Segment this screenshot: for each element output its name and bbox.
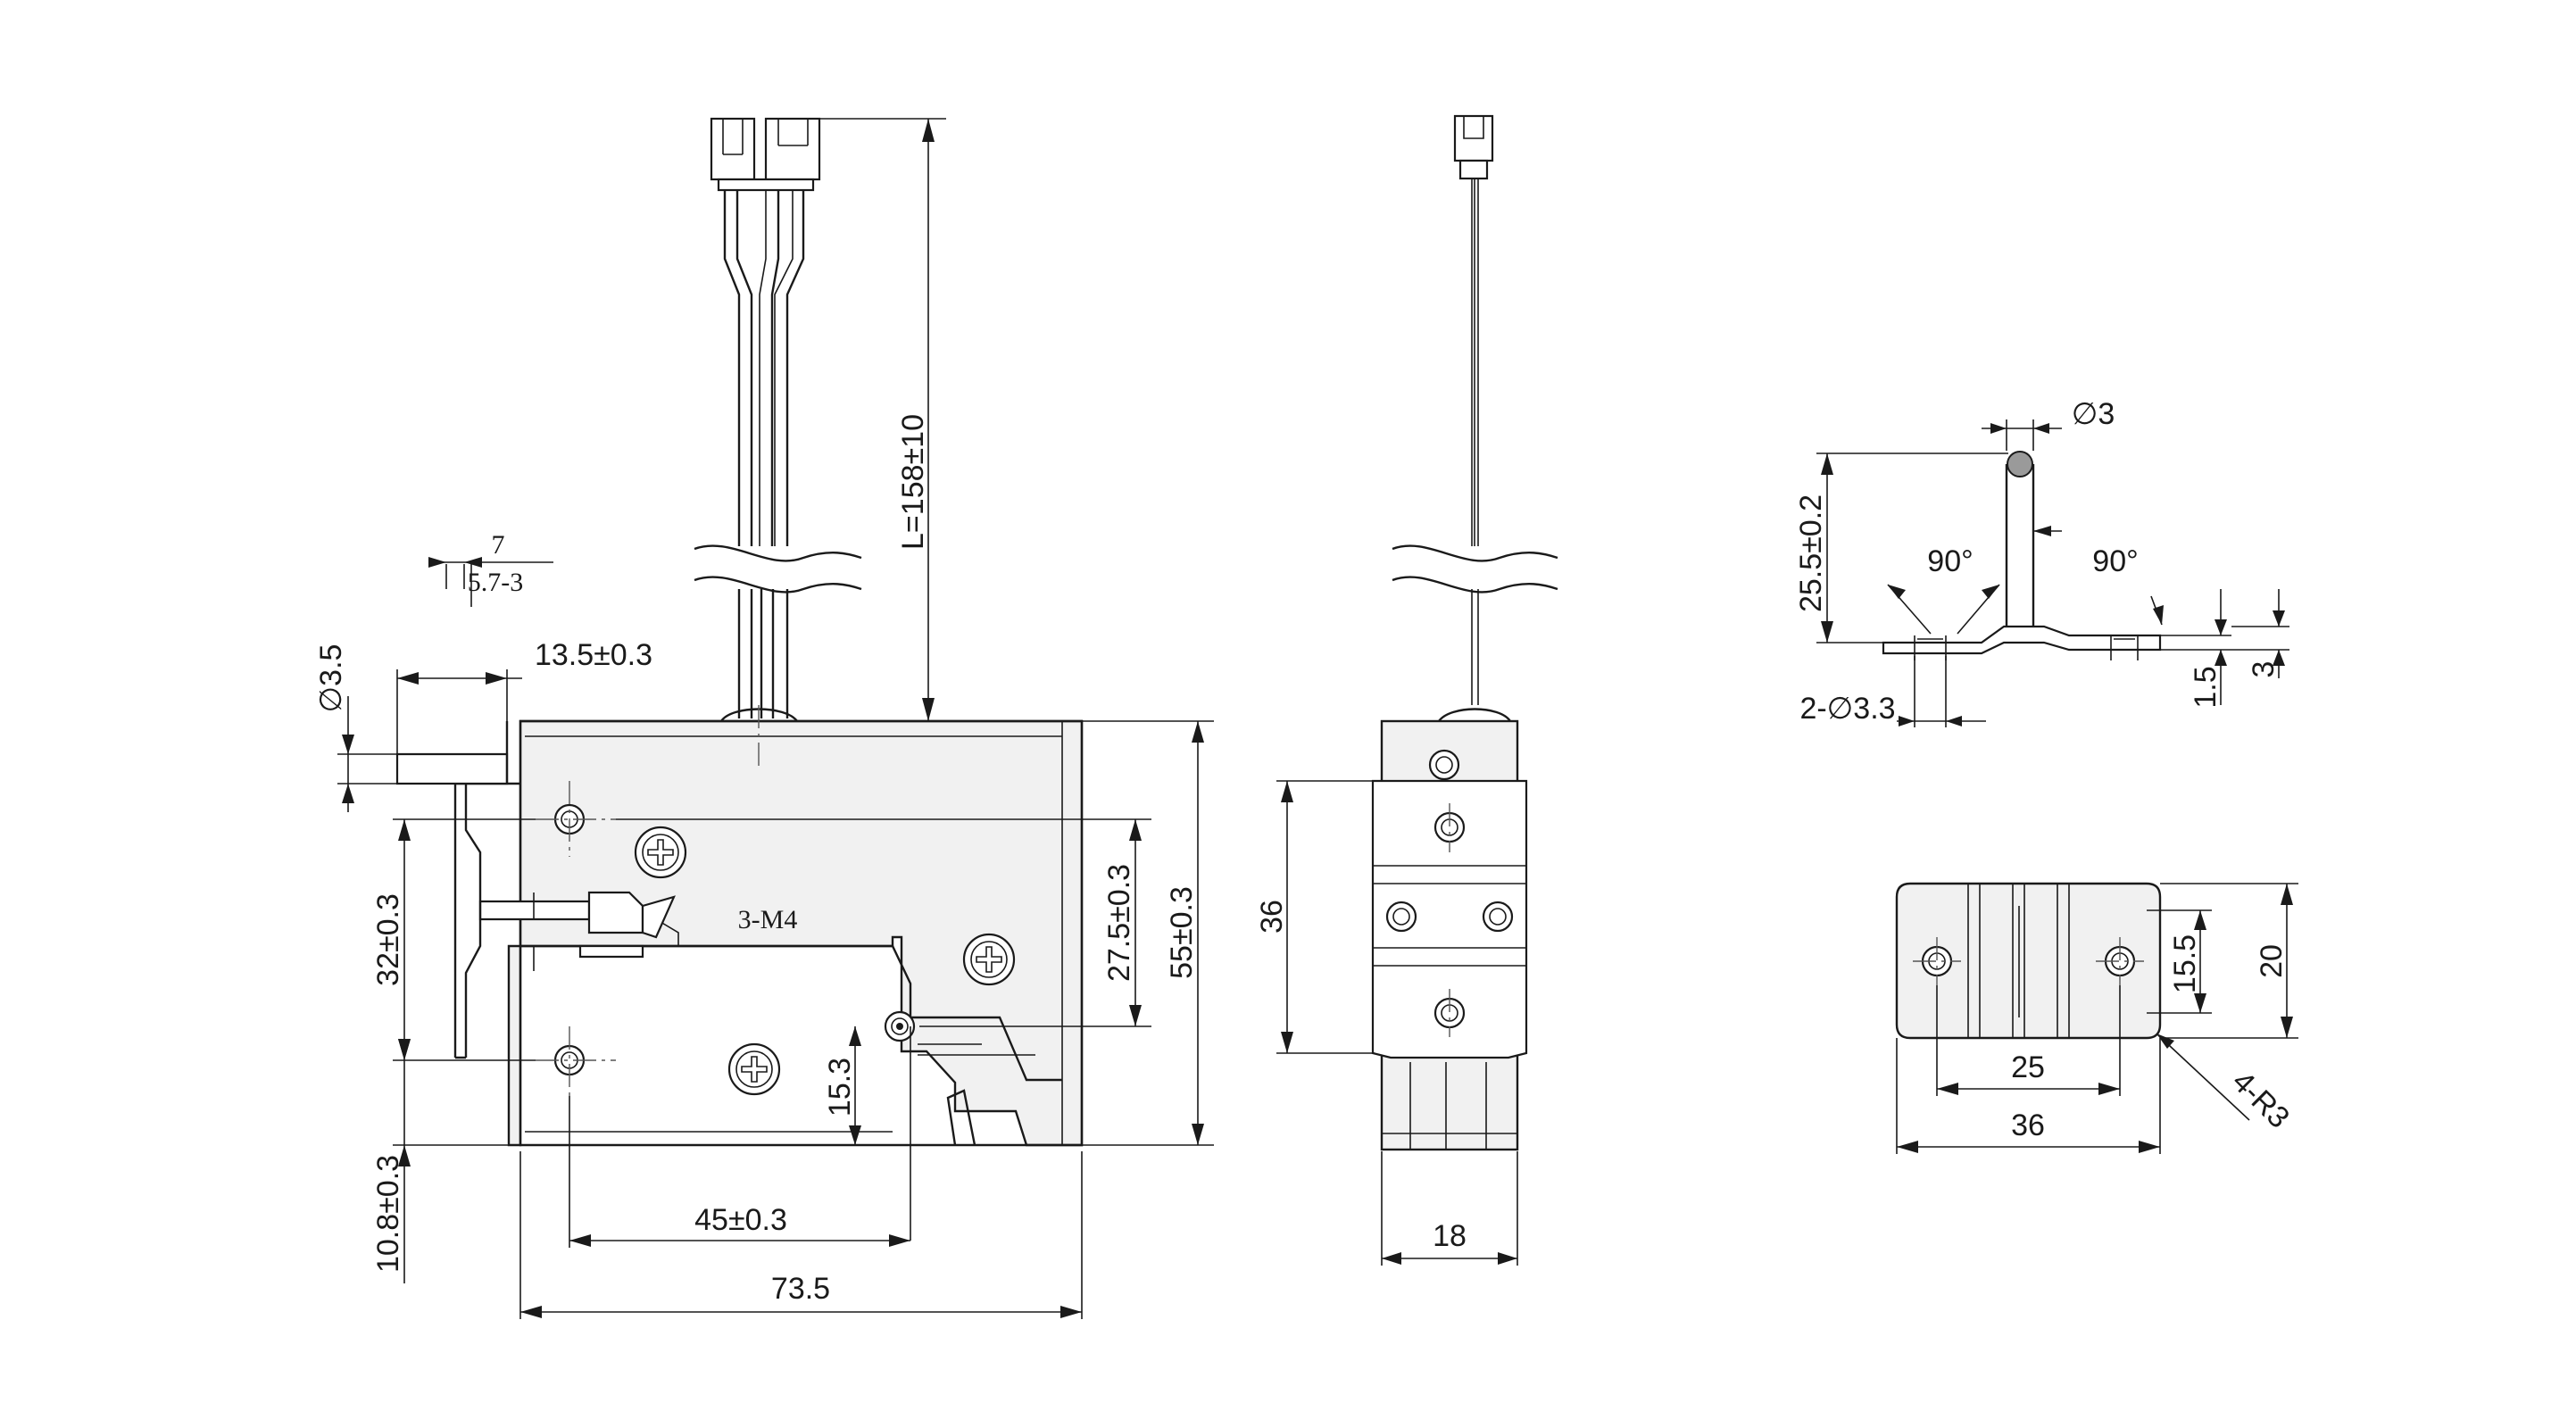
cable-connector [710,117,821,192]
bracket-side-view: ∅3 25.5±0.2 90° 90° 2-∅3.3 1.5 [1794,397,2289,727]
hole-spacing-label: 25 [2011,1050,2045,1084]
dim-hole-spacing-vertical: 15.5 [2147,909,2212,1014]
dim-hole-spacing: 25 [1936,985,2121,1096]
dim-hole-vertical: 27.5±0.3 [616,818,1151,1027]
flange-height-label: 3 [2247,661,2281,678]
dim-flange-height: 3 [2231,589,2289,678]
dim-pin-diameter: ∅3.5 [314,644,397,812]
dim-hole-height: 15.3 [823,1026,911,1241]
cable-length-label: L=158±10 [896,414,930,550]
pin-diameter-label: ∅3.5 [314,644,348,713]
dim-body-width: 73.5 [519,1151,1083,1319]
thread-note-label: 3-M4 [738,905,798,934]
dim-pin-length: 13.5±0.3 [396,638,652,772]
hole-vertical-label: 27.5±0.3 [1102,864,1136,982]
body-width-label: 73.5 [771,1272,830,1306]
angle-left-label: 90° [1927,544,1973,578]
side-body-depth-label: 18 [1433,1219,1467,1253]
dim-hole-diameter: 2-∅3.3 [1799,656,1986,727]
dim-rod-diameter: ∅3 [1982,397,2115,451]
dim-corner-radius: 4-R3 [2156,1033,2296,1135]
top-plate-width-label: 36 [2011,1108,2045,1142]
stroke-bottom-label: 5.7-3 [468,568,524,597]
dim-top-plate-height: 20 [2160,883,2298,1039]
corner-radius-label: 4-R3 [2225,1065,2296,1135]
hole-height-label: 15.3 [823,1058,857,1117]
dim-hole-horizontal: 45±0.3 [569,1096,910,1248]
side-plate-height-label: 36 [1255,900,1289,934]
dim-plate-thickness: 1.5 [2160,589,2231,709]
dim-body-depth: 18 [1381,1151,1518,1266]
bottom-offset-label: 10.8±0.3 [371,1155,405,1273]
cable-wires [694,190,862,718]
rod-height-label: 25.5±0.2 [1794,494,1828,612]
mount-spacing-label: 32±0.3 [371,893,405,986]
side-body [1371,719,1528,1151]
dim-mount-spacing: 32±0.3 [371,818,536,1061]
top-plate-height-label: 20 [2255,944,2289,978]
dim-plate-height: 36 [1255,780,1375,1054]
dim-bottom-offset: 10.8±0.3 [371,1039,509,1283]
angle-right-label: 90° [2092,544,2138,578]
dim-cable-length: L=158±10 [812,118,946,722]
bracket-top-view: 15.5 20 25 36 4-R3 [1895,882,2298,1154]
dim-angles: 90° 90° [1887,544,2164,635]
body-height-label: 55±0.3 [1165,886,1199,979]
dim-body-height: 55±0.3 [1082,720,1214,1146]
plate-thickness-label: 1.5 [2189,666,2223,708]
hole-horizontal-label: 45±0.3 [694,1203,787,1237]
pin-length-label: 13.5±0.3 [535,638,652,672]
latch-mechanism [395,721,676,1059]
hole-spacing-vertical-label: 15.5 [2168,934,2202,993]
dim-top-plate-width: 36 [1896,1038,2161,1154]
stroke-top-label: 7 [492,530,505,560]
dim-stroke: 7 5.7-3 [428,530,553,607]
front-view: L=158±10 7 5.7-3 13.5±0.3 ∅3.5 32±0.3 10… [314,117,1214,1319]
side-view: 36 18 [1255,114,1558,1266]
rod-diameter-label: ∅3 [2072,397,2115,431]
hole-diameter-label: 2-∅3.3 [1799,692,1895,726]
solenoid-body [507,719,1084,1147]
dim-rod-height: 25.5±0.2 [1794,452,2062,643]
